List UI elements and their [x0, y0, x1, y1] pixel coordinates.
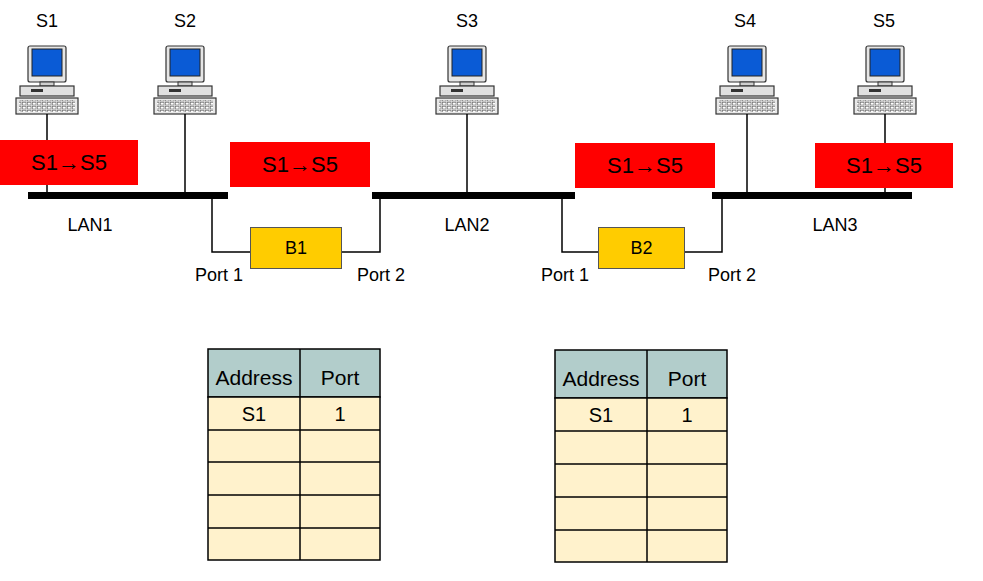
lan-bus: [28, 192, 912, 199]
computer-icon: [436, 46, 498, 114]
bridge-box: B1: [250, 227, 342, 269]
table-cell: 1: [334, 403, 345, 425]
station-name: S2: [174, 12, 196, 32]
table-header: Address: [562, 367, 639, 390]
table-cell: S1: [589, 404, 613, 426]
box-text: B1: [285, 238, 307, 259]
station-name: S1: [36, 12, 58, 32]
table-header: Address: [215, 366, 292, 389]
lan-name: LAN3: [812, 216, 857, 236]
lan-name: LAN1: [67, 216, 112, 236]
port-name: Port 1: [541, 266, 589, 286]
table-header: Port: [321, 366, 360, 389]
station-name: S3: [456, 12, 478, 32]
table-header: Port: [668, 367, 707, 390]
bridge-box: B2: [598, 227, 685, 269]
computer-icon: [716, 46, 778, 114]
port-name: Port 1: [195, 266, 243, 286]
frame-box: S1→S5: [230, 142, 370, 187]
drop-cables: [47, 114, 885, 195]
station-name: S5: [873, 12, 895, 32]
table-cell: 1: [681, 404, 692, 426]
station-name: S4: [734, 12, 756, 32]
lan-name: LAN2: [444, 216, 489, 236]
box-text: S1→S5: [262, 152, 338, 178]
port-name: Port 2: [357, 266, 405, 286]
forwarding-table: [208, 349, 380, 560]
forwarding-table: [555, 350, 727, 562]
frame-box: S1→S5: [0, 140, 138, 185]
frame-box: S1→S5: [575, 143, 715, 188]
table-cell: S1: [242, 403, 266, 425]
frame-box: S1→S5: [815, 143, 953, 188]
computer-icon: [854, 46, 916, 114]
box-text: B2: [630, 238, 652, 259]
box-text: S1→S5: [31, 150, 107, 176]
computer-icon: [16, 46, 78, 114]
port-name: Port 2: [708, 266, 756, 286]
box-text: S1→S5: [846, 153, 922, 179]
computer-icon: [154, 46, 216, 114]
box-text: S1→S5: [607, 153, 683, 179]
